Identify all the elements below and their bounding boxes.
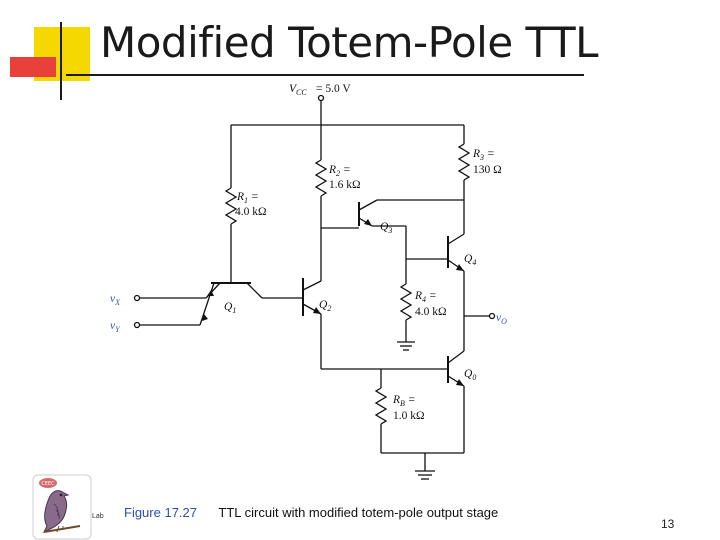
q2-emitter-arrow: [313, 307, 321, 314]
vo-label: vO: [496, 312, 507, 326]
figure-number: Figure 17.27: [124, 505, 197, 520]
r1-label: R1 =: [236, 191, 259, 205]
q3-label: Q3: [380, 221, 392, 235]
q0-label: Q0: [464, 368, 476, 382]
deco-vertical-line: [60, 22, 62, 100]
vx-terminal: [133, 294, 141, 302]
r1-resistor: [224, 187, 238, 225]
q0-emitter-arrow: [456, 379, 464, 386]
r1-value: 4.0 kΩ: [235, 206, 267, 218]
r3-label: R3 =: [472, 148, 495, 162]
vcc-terminal: [317, 94, 325, 102]
lab-logo-image: CEEC: [32, 474, 92, 540]
figure-caption: Figure 17.27 TTL circuit with modified t…: [124, 505, 498, 520]
q2-label: Q2: [319, 299, 331, 313]
svg-text:CEEC: CEEC: [41, 481, 55, 487]
output-terminal: [488, 312, 496, 320]
r2-value: 1.6 kΩ: [329, 179, 361, 191]
q3-emitter-arrow: [364, 219, 372, 226]
deco-red-block: [10, 57, 56, 77]
q1-label: Q1: [224, 301, 236, 315]
q4-label: Q4: [464, 253, 476, 267]
rb-value: 1.0 kΩ: [393, 410, 425, 422]
q4-emitter-arrow: [456, 264, 464, 271]
q1-emitter-arrow-a: [207, 290, 214, 296]
vx-label: vX: [110, 293, 121, 307]
r3-resistor: [457, 143, 471, 181]
title-underline: [66, 74, 584, 76]
vcc-label-value: = 5.0 V: [316, 83, 351, 95]
vy-terminal: [133, 321, 141, 329]
ttl-circuit-diagram: VCC = 5.0 V R1 = 4.0 kΩ R2 = 1.6 kΩ R3 =…: [110, 83, 507, 480]
vcc-label-symbol: VCC: [289, 83, 307, 97]
logo-caption: Lab: [92, 513, 104, 520]
figure-caption-text: TTL circuit with modified totem-pole out…: [218, 505, 499, 520]
page-title: Modified Totem-Pole TTL: [100, 18, 599, 67]
r4-label: R4 =: [414, 290, 437, 304]
r2-resistor: [314, 159, 328, 197]
rb-label: RB =: [392, 394, 416, 408]
r3-value: 130 Ω: [473, 164, 502, 176]
r4-value: 4.0 kΩ: [415, 306, 447, 318]
vy-label: vY: [110, 320, 121, 334]
q1-emitter-arrow-b: [202, 314, 208, 321]
page-number: 13: [661, 517, 675, 531]
rb-resistor: [374, 387, 388, 425]
r2-label: R2 =: [328, 164, 351, 178]
r4-resistor: [399, 283, 413, 321]
